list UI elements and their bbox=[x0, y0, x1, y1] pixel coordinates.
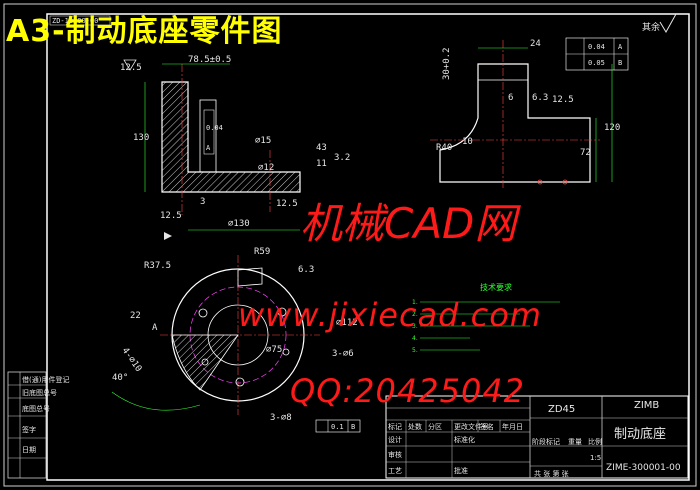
tb-role-label: 标准化 bbox=[454, 435, 475, 444]
dim-label: 12.5 bbox=[160, 211, 182, 221]
datum-label: A bbox=[206, 144, 211, 152]
page-title: A3-制动底座零件图 bbox=[6, 14, 283, 49]
top-view: R37.5 R59 6.3 ∅112 3-∅6 A 4-∅10 3-∅8 0.1… bbox=[111, 247, 361, 433]
dim-label: 22 bbox=[130, 311, 141, 321]
tolerance-value: 0.04 bbox=[206, 124, 223, 132]
dim-label: ∅75 bbox=[266, 345, 282, 355]
tb-sheet-label: 共 张 第 张 bbox=[534, 469, 569, 478]
tolerance-value: 0.1 bbox=[331, 423, 344, 431]
tech-req-line: 1. bbox=[412, 299, 418, 306]
tb-stage-label: 比例 bbox=[588, 437, 602, 446]
dim-label: 4-∅10 bbox=[120, 346, 144, 374]
tech-req-line: 2. bbox=[412, 311, 418, 318]
front-view: 78.5±0.5 130 12.5 ∅130 ∅15 ∅12 12.5 3 12… bbox=[120, 55, 350, 240]
dim-label: R37.5 bbox=[144, 261, 171, 271]
datum-label: B bbox=[618, 59, 622, 67]
watermark-url: www.jixiecad.com bbox=[238, 296, 542, 334]
tech-req-line: 5. bbox=[412, 347, 418, 354]
left-strip-label: 旧底图总号 bbox=[22, 388, 57, 397]
tb-part-code: ZD45 bbox=[548, 404, 575, 415]
dim-label: 11 bbox=[316, 159, 327, 169]
tb-role-label: 审核 bbox=[388, 450, 402, 459]
watermark-qq: QQ:20425042 bbox=[290, 372, 526, 410]
tb-row-label: 年月日 bbox=[502, 422, 523, 431]
tb-row-label: 分区 bbox=[428, 422, 442, 431]
dim-label: ∅112 bbox=[336, 318, 358, 328]
left-strip-label: 借(通)用件登记 bbox=[22, 375, 69, 384]
tech-req-line: 3. bbox=[412, 323, 418, 330]
dim-label: ∅130 bbox=[228, 219, 250, 229]
title-block: 标记 处数 分区 更改文件号 签名 年月日 设计 审核 工艺 标准化 批准 阶段… bbox=[385, 395, 689, 479]
dim-label: R59 bbox=[254, 247, 270, 257]
tolerance-value: 0.04 bbox=[588, 43, 605, 51]
dim-label: ∅12 bbox=[258, 163, 274, 173]
dim-label: 3-∅8 bbox=[270, 413, 292, 423]
tolerance-value: 0.05 bbox=[588, 59, 605, 67]
left-strip: 借(通)用件登记 旧底图总号 底图总号 签字 日期 bbox=[7, 371, 69, 479]
tb-row-label: 处数 bbox=[408, 422, 422, 431]
tb-row-label: 签名 bbox=[480, 422, 494, 431]
dim-label: 30+0.2 bbox=[442, 47, 452, 80]
dim-label: 40° bbox=[112, 373, 128, 383]
dim-label: 130 bbox=[133, 133, 149, 143]
tb-scale: 1:5 bbox=[590, 454, 601, 462]
dim-label: 6.3 bbox=[532, 93, 548, 103]
left-strip-label: 日期 bbox=[22, 446, 36, 454]
tb-stage-label: 阶段标记 bbox=[532, 437, 560, 446]
surface-finish-rest-label: 其余 bbox=[642, 21, 660, 33]
dim-label: 78.5±0.5 bbox=[188, 55, 231, 65]
tech-req-heading: 技术要求 bbox=[480, 282, 512, 292]
dim-label: ∅15 bbox=[255, 136, 271, 146]
tb-role-label: 设计 bbox=[388, 435, 402, 444]
dim-label: 12.5 bbox=[276, 199, 298, 209]
tb-company: ZIMB bbox=[634, 400, 659, 411]
dim-label: 3.2 bbox=[334, 153, 350, 163]
tb-row-label: 更改文件号 bbox=[454, 422, 489, 431]
surface-finish-icon bbox=[659, 13, 677, 33]
tb-role-label: 工艺 bbox=[388, 467, 402, 475]
tb-stage-label: 重量 bbox=[568, 438, 582, 446]
dim-label: 120 bbox=[604, 123, 620, 133]
drawing-number-top: ZD-10000-00 bbox=[52, 17, 98, 25]
watermark-site-name: 机械CAD网 bbox=[300, 199, 517, 248]
tb-row-label: 标记 bbox=[388, 422, 402, 431]
dim-label: 24 bbox=[530, 39, 541, 49]
dim-label: 6.3 bbox=[298, 265, 314, 275]
left-strip-label: 签字 bbox=[22, 425, 36, 434]
dim-label: 10 bbox=[462, 137, 473, 147]
dim-label: 12.5 bbox=[552, 95, 574, 105]
tolerance-frame bbox=[315, 419, 361, 433]
dim-label: 6 bbox=[508, 93, 513, 103]
dim-label: R40 bbox=[436, 143, 452, 153]
dim-label: 3 bbox=[200, 197, 205, 207]
dim-label: 3-∅6 bbox=[332, 349, 354, 359]
tb-part-name: 制动底座 bbox=[614, 426, 666, 442]
tb-role-label: 批准 bbox=[454, 466, 468, 475]
dim-label: 72 bbox=[580, 148, 591, 158]
left-strip-label: 底图总号 bbox=[22, 404, 50, 413]
datum-label: B bbox=[351, 423, 355, 431]
dim-label: 43 bbox=[316, 143, 327, 153]
side-view: 24 0.04 A 0.05 B 30+0.2 6.3 12.5 R40 10 … bbox=[430, 37, 629, 190]
drawing-frame bbox=[46, 13, 690, 481]
tb-drawing-no: ZIME-300001-00 bbox=[606, 463, 681, 473]
tech-req-line: 4. bbox=[412, 335, 418, 342]
datum-label: A bbox=[618, 43, 623, 51]
tech-requirements: 技术要求 1. 2. 3. 4. 5. bbox=[412, 282, 560, 354]
dim-label: A bbox=[152, 323, 158, 333]
